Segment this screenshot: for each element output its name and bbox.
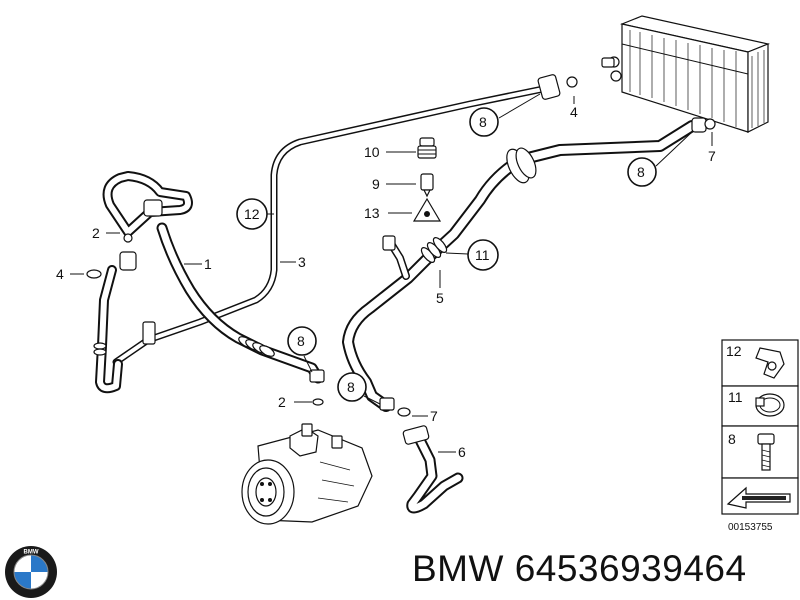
callout-3: 3 bbox=[280, 254, 306, 270]
callout-label: 11 bbox=[475, 247, 490, 263]
callout-label: 9 bbox=[372, 176, 380, 192]
evaporator-unit bbox=[608, 15, 771, 133]
callout-7-right: 7 bbox=[708, 132, 716, 164]
legend-label-c: 8 bbox=[728, 431, 736, 447]
logo-text: BMW bbox=[24, 550, 39, 556]
pipe-3 bbox=[112, 57, 615, 366]
callout-label: 12 bbox=[244, 206, 260, 222]
callout-8-top: 8 bbox=[469, 93, 541, 137]
callout-4-left: 4 bbox=[56, 266, 102, 282]
legend-label-b: 11 bbox=[728, 389, 743, 405]
callout-label: 8 bbox=[297, 333, 305, 349]
callout-label: 2 bbox=[278, 394, 286, 410]
callout-1: 1 bbox=[184, 256, 212, 272]
callout-label: 7 bbox=[430, 408, 438, 424]
callout-label: 5 bbox=[436, 290, 444, 306]
callout-label: 6 bbox=[458, 444, 466, 460]
bmw-logo: BMW bbox=[5, 546, 57, 598]
hose-1 bbox=[156, 222, 325, 384]
callout-13: 13 bbox=[364, 205, 412, 221]
diagram-code: 00153755 bbox=[728, 522, 773, 533]
callout-12: 12 bbox=[236, 198, 274, 230]
callout-9: 9 bbox=[372, 176, 416, 192]
callout-10: 10 bbox=[364, 144, 416, 160]
callout-label: 8 bbox=[347, 379, 355, 395]
callout-6: 6 bbox=[438, 444, 466, 460]
callout-label: 13 bbox=[364, 205, 380, 221]
callout-label: 2 bbox=[92, 225, 100, 241]
callout-7-bottom: 7 bbox=[412, 408, 438, 424]
callout-label: 4 bbox=[56, 266, 64, 282]
ac-compressor bbox=[241, 423, 373, 525]
pipe-6 bbox=[402, 425, 464, 514]
callout-label: 4 bbox=[570, 104, 578, 120]
callout-label: 10 bbox=[364, 144, 380, 160]
valve-cap-9 bbox=[420, 173, 434, 198]
callout-2-bottom: 2 bbox=[278, 394, 324, 410]
parts-legend: 12 11 8 00153755 bbox=[721, 339, 799, 533]
pipe-left-assembly bbox=[93, 171, 193, 394]
legend-label-a: 12 bbox=[726, 343, 742, 359]
callout-label: 3 bbox=[298, 254, 306, 270]
callout-8-right: 8 bbox=[627, 131, 693, 187]
callout-11: 11 bbox=[445, 239, 499, 271]
callout-4-top: 4 bbox=[570, 96, 578, 120]
callout-label: 1 bbox=[204, 256, 212, 272]
callout-8-mid: 8 bbox=[287, 326, 317, 373]
callout-5: 5 bbox=[436, 270, 444, 306]
callout-label: 8 bbox=[479, 114, 487, 130]
callout-label: 7 bbox=[708, 148, 716, 164]
valve-10 bbox=[417, 137, 437, 159]
callout-8-lower: 8 bbox=[337, 372, 381, 405]
warning-label-13 bbox=[412, 197, 442, 222]
callout-label: 8 bbox=[637, 164, 645, 180]
callout-2-top: 2 bbox=[92, 225, 133, 243]
hose-5 bbox=[342, 117, 716, 417]
part-number-label: BMW 64536939464 bbox=[412, 548, 747, 589]
